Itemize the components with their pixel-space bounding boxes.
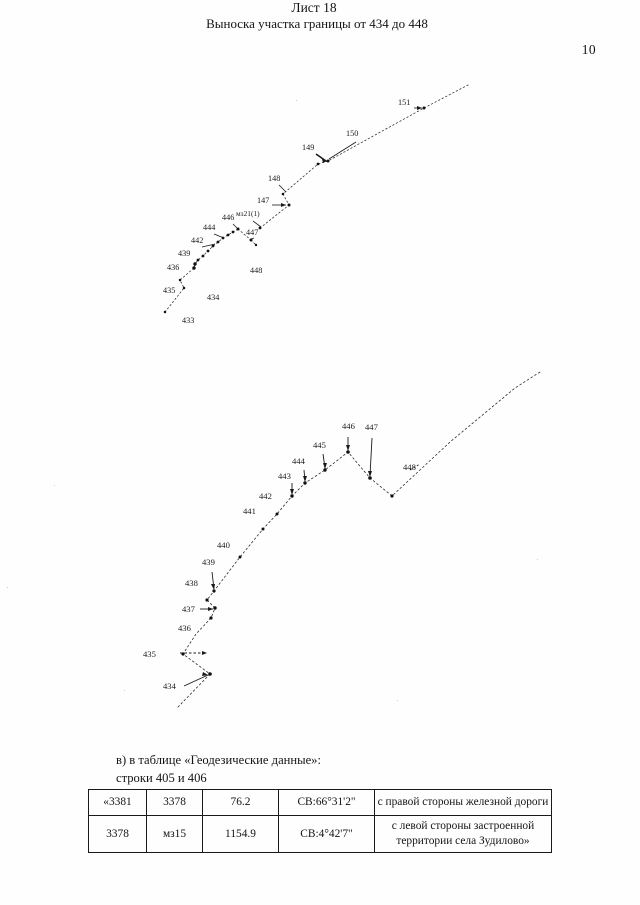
callout-label-439: 439 xyxy=(202,557,215,567)
callout-boundary-line xyxy=(177,371,541,708)
callout-vertex-dots xyxy=(181,450,394,676)
overview-label-439: 439 xyxy=(178,249,190,258)
callout-diagram-svg: 446 447 445 444 448 443 442 441 440 439 … xyxy=(143,371,541,708)
page-number: 10 xyxy=(581,42,596,57)
overview-label-446: 446 xyxy=(222,213,234,222)
callout-label-448: 448 xyxy=(403,462,416,472)
overview-point-labels: 151 150 149 148 147 мз21(1) 446 447 444 … xyxy=(163,98,410,325)
table-row: «3381 3378 76.2 СВ:66°31'2" с правой сто… xyxy=(88,789,552,816)
overview-label-148: 148 xyxy=(268,174,280,183)
callout-label-441: 441 xyxy=(243,506,256,516)
callout-label-434: 434 xyxy=(163,681,177,691)
callout-leader-arrowheads xyxy=(202,445,372,676)
overview-boundary-line xyxy=(164,83,471,313)
overview-label-447: 447 xyxy=(246,228,258,237)
overview-vertex-dots xyxy=(163,106,426,314)
scan-speck xyxy=(537,559,538,560)
cell-bearing: СВ:66°31'2" xyxy=(278,789,375,816)
callout-label-435: 435 xyxy=(143,649,156,659)
sheet-title: Лист 18 xyxy=(291,0,337,15)
overview-label-mz21: мз21(1) xyxy=(236,209,260,218)
overview-leader-lines xyxy=(201,107,422,248)
overview-label-444: 444 xyxy=(203,223,215,232)
overview-label-150: 150 xyxy=(346,129,358,138)
cell-description: с левой стороны застроенной территории с… xyxy=(374,815,552,853)
cell-to-point: мз15 xyxy=(146,815,203,853)
cell-bearing: СВ:4°42'7" xyxy=(278,815,375,853)
overview-boundary-diagram: 151 150 149 148 147 мз21(1) 446 447 444 … xyxy=(150,83,620,343)
scan-speck xyxy=(296,100,297,101)
cell-description: с правой стороны железной дороги xyxy=(374,789,552,816)
overview-label-436: 436 xyxy=(167,263,179,272)
scan-speck xyxy=(7,587,8,588)
callout-label-443: 443 xyxy=(278,471,291,481)
callout-label-436: 436 xyxy=(178,623,192,633)
overview-label-434: 434 xyxy=(207,293,219,302)
scan-speck xyxy=(371,486,372,487)
overview-label-149: 149 xyxy=(302,143,314,152)
callout-label-446: 446 xyxy=(342,421,356,431)
callout-point-labels: 446 447 445 444 448 443 442 441 440 439 … xyxy=(143,421,416,691)
scan-speck xyxy=(124,690,125,691)
cell-length: 76.2 xyxy=(202,789,279,816)
cell-from-point: «3381 xyxy=(88,789,147,816)
callout-label-438: 438 xyxy=(185,578,198,588)
clause-line-1: в) в таблице «Геодезические данные»: xyxy=(116,753,321,767)
callout-boundary-diagram: 446 447 445 444 448 443 442 441 440 439 … xyxy=(120,371,590,712)
geodata-table: «3381 3378 76.2 СВ:66°31'2" с правой сто… xyxy=(88,789,552,853)
callout-label-447: 447 xyxy=(365,422,379,432)
overview-leader-arrowheads xyxy=(281,106,422,207)
callout-label-444: 444 xyxy=(292,456,306,466)
scan-speck xyxy=(397,700,398,701)
overview-label-147: 147 xyxy=(257,196,269,205)
overview-label-442: 442 xyxy=(191,236,203,245)
cell-from-point: 3378 xyxy=(88,815,147,853)
overview-label-433: 433 xyxy=(182,316,194,325)
callout-leader-lines xyxy=(180,437,421,687)
callout-label-440: 440 xyxy=(217,540,230,550)
callout-diagram-title: Выноска участка границы от 434 до 448 xyxy=(206,16,428,31)
cell-to-point: 3378 xyxy=(146,789,203,816)
overview-label-435: 435 xyxy=(163,286,175,295)
overview-diagram-svg: 151 150 149 148 147 мз21(1) 446 447 444 … xyxy=(163,83,471,325)
overview-label-448: 448 xyxy=(250,266,262,275)
scan-speck xyxy=(54,485,55,486)
callout-label-445: 445 xyxy=(313,440,326,450)
geodata-table-container: «3381 3378 76.2 СВ:66°31'2" с правой сто… xyxy=(88,789,552,853)
overview-label-151: 151 xyxy=(398,98,410,107)
table-row: 3378 мз15 1154.9 СВ:4°42'7" с левой стор… xyxy=(88,815,552,853)
callout-label-437: 437 xyxy=(182,604,196,614)
clause-line-2: строки 405 и 406 xyxy=(116,770,207,785)
callout-label-442: 442 xyxy=(259,491,272,501)
clause-text-block: в) в таблице «Геодезические данные»: стр… xyxy=(116,752,321,788)
cell-length: 1154.9 xyxy=(202,815,279,853)
